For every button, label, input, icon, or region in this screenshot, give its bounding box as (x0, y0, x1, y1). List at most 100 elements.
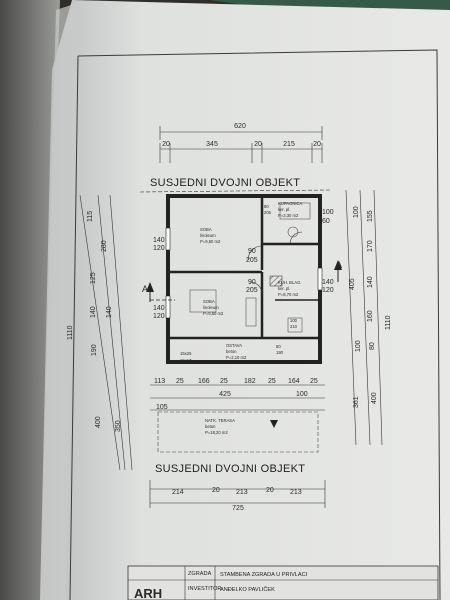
dim-right: 155 (367, 210, 374, 222)
dim-right: 1110 (385, 315, 392, 330)
dim-right: 361 (353, 396, 360, 408)
room-area: P=3,30 m2 (278, 213, 299, 218)
title-row2-value: ANĐELKO PAVLIČEK (220, 586, 275, 593)
svg-text:100: 100 (290, 318, 298, 323)
dim-left: 400 (95, 416, 102, 428)
room-floor: linoleum (203, 305, 219, 310)
dim-mid: 182 (244, 378, 256, 385)
opening-labels: 140 120 90 205 80 205 100 60 90 205 140 … (153, 204, 334, 363)
dim-right: 400 (371, 392, 378, 404)
room-name: SOBA (200, 227, 212, 232)
dim-left: 140 (90, 306, 97, 318)
room-area: P=2,10 m2 (226, 355, 247, 360)
section-marker-left: A (142, 282, 175, 302)
svg-text:140: 140 (322, 279, 334, 286)
dim-mid: 166 (198, 378, 210, 385)
drawing-frame-left (69, 55, 79, 600)
svg-text:205: 205 (264, 210, 272, 215)
room-name: SOBA (203, 299, 215, 304)
section-marker-right: A (334, 260, 342, 282)
title-row1-label: ZGRADA (188, 571, 212, 577)
dim-bottom-part: 213 (290, 489, 302, 496)
dim-mid2: 100 (296, 391, 308, 398)
svg-text:205: 205 (246, 287, 258, 294)
dim-top-part: 345 (206, 141, 218, 148)
dim-right: 405 (349, 278, 356, 290)
svg-text:120: 120 (153, 313, 165, 320)
left-dimensions (79, 194, 133, 471)
svg-text:140: 140 (153, 237, 165, 244)
top-dimensions (159, 126, 323, 163)
drawing-frame (77, 49, 441, 600)
dim-top-part: 215 (283, 141, 295, 148)
svg-text:90: 90 (248, 279, 256, 286)
dim-left: 280 (101, 240, 108, 252)
terrace-outline (157, 411, 319, 453)
dim-right: 160 (367, 310, 374, 322)
dim-left: 190 (91, 344, 98, 356)
room-name: KUH. BLAG. (278, 280, 302, 285)
title-block: ARH ZGRADA STAMBENA ZGRADA U PRIVLACI IN… (127, 565, 439, 600)
dim-left: 115 (87, 211, 94, 222)
neighbor-label-top: SUSJEDNI DVOJNI OBJEKT (150, 177, 300, 189)
dim-left: 350 (115, 420, 122, 432)
room-area: P=9,60 m2 (200, 239, 221, 244)
dim-mid: 25 (220, 378, 228, 385)
dim-left: 140 (106, 306, 113, 318)
room-floor: ker. pl. (278, 286, 290, 291)
svg-text:205: 205 (246, 257, 258, 264)
svg-text:140: 140 (153, 305, 165, 312)
room-name: NATK. TERASA (205, 418, 235, 423)
dim-right: 100 (353, 206, 360, 218)
room-floor: linoleum (200, 233, 216, 238)
room-area: P=9,60 m2 (203, 311, 224, 316)
dim-right: 140 (367, 276, 374, 288)
dim-mid: 113 (154, 378, 165, 385)
dim-top-part: 20 (313, 141, 321, 148)
room-name: KUPAONICA (278, 201, 303, 206)
dim-top-part: 20 (254, 141, 262, 148)
neighbor-line-top (139, 189, 331, 193)
dim-left: 1110 (67, 325, 74, 340)
svg-text:A: A (336, 260, 342, 270)
svg-text:15x17: 15x17 (180, 358, 192, 363)
svg-text:120: 120 (322, 287, 334, 294)
room-floor: beton (205, 424, 216, 429)
room-area: P=8,70 m2 (278, 292, 299, 297)
room-floor: ker. pl. (278, 207, 290, 212)
dim-left: 125 (90, 272, 97, 284)
svg-text:100: 100 (322, 209, 334, 216)
dim-mid: 164 (288, 378, 300, 385)
svg-text:A: A (142, 284, 148, 294)
svg-text:90: 90 (248, 248, 256, 255)
svg-text:210: 210 (290, 324, 298, 329)
dim-right: 100 (355, 340, 362, 352)
dim-right: 80 (369, 342, 376, 350)
mid-dimensions (150, 384, 325, 411)
dim-mid: 25 (176, 378, 184, 385)
dim-bottom-part: 20 (266, 487, 274, 494)
room-area: P=18,20 m2 (205, 430, 228, 435)
dim-mid: 25 (268, 378, 276, 385)
dim-top-total: 620 (234, 123, 246, 130)
title-row1-value: STAMBENA ZGRADA U PRIVLACI (220, 572, 308, 578)
room-floor: beton (226, 349, 237, 354)
dim-bottom-total: 725 (232, 505, 244, 512)
terrace-arrow (270, 420, 278, 428)
bottom-dimensions (149, 480, 326, 508)
dim-right: 170 (367, 240, 374, 252)
title-row2-label: INVESTITOR (188, 586, 221, 592)
svg-text:15x25: 15x25 (180, 351, 192, 356)
dim-bottom-part: 214 (172, 489, 184, 496)
room-labels: SOBA linoleum P=9,60 m2 KUPAONICA ker. p… (200, 201, 303, 435)
svg-text:120: 120 (153, 245, 165, 252)
svg-text:80: 80 (264, 204, 269, 209)
paper-sheet (40, 0, 450, 600)
svg-text:80: 80 (276, 344, 281, 349)
floor-plan (165, 194, 323, 364)
dim-top-part: 20 (162, 141, 170, 148)
dim-bottom-part: 213 (236, 489, 248, 496)
neighbor-label-bottom: SUSJEDNI DVOJNI OBJEKT (155, 463, 305, 475)
right-dimensions (345, 189, 383, 446)
